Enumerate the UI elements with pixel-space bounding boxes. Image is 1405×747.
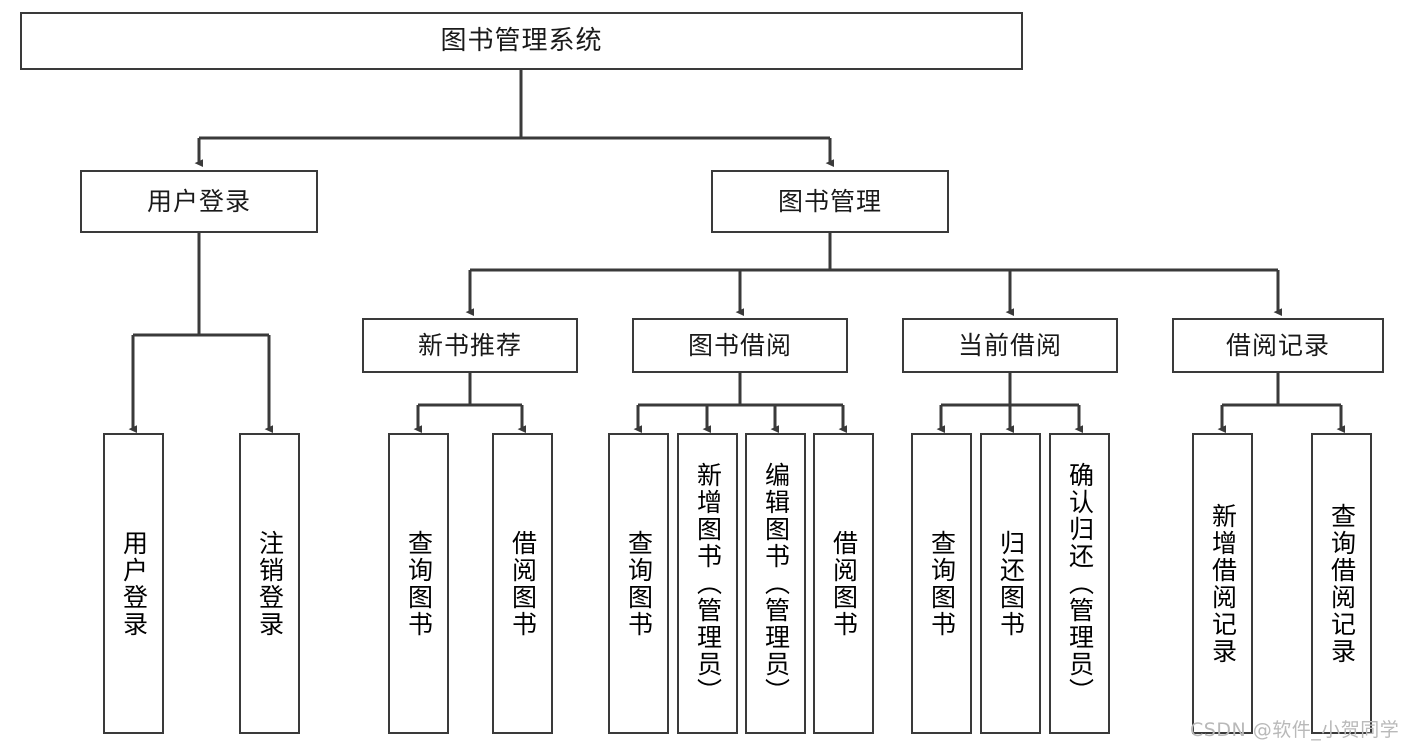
leaf-new-book-2-label: 借阅图书	[508, 529, 538, 638]
node-book-borrow[interactable]: 图书借阅	[632, 318, 848, 373]
node-book-management-label: 图书管理	[777, 186, 882, 216]
node-user-login[interactable]: 用户登录	[80, 170, 318, 233]
leaf-user-login-2-label: 注销登录	[255, 529, 285, 638]
leaf-current-borrow-3-label: 确认归还（管理员）	[1065, 462, 1095, 705]
leaf-current-borrow-2-label: 归还图书	[996, 529, 1026, 638]
node-book-management[interactable]: 图书管理	[711, 170, 949, 233]
leaf-book-borrow-1-label: 查询图书	[624, 529, 654, 638]
leaf-book-borrow-3-label: 编辑图书（管理员）	[761, 462, 791, 705]
leaf-book-borrow-2[interactable]: 新增图书（管理员）	[677, 433, 738, 734]
leaf-book-borrow-4[interactable]: 借阅图书	[813, 433, 874, 734]
leaf-user-login-1-label: 用户登录	[119, 529, 149, 638]
leaf-new-book-2[interactable]: 借阅图书	[492, 433, 553, 734]
leaf-book-borrow-3[interactable]: 编辑图书（管理员）	[745, 433, 806, 734]
leaf-user-login-1[interactable]: 用户登录	[103, 433, 164, 734]
leaf-current-borrow-1[interactable]: 查询图书	[911, 433, 972, 734]
node-book-borrow-label: 图书借阅	[687, 330, 792, 360]
node-current-borrow-label: 当前借阅	[957, 330, 1062, 360]
leaf-new-book-1-label: 查询图书	[404, 529, 434, 638]
leaf-new-book-1[interactable]: 查询图书	[388, 433, 449, 734]
node-borrow-record-label: 借阅记录	[1225, 330, 1330, 360]
leaf-borrow-record-1[interactable]: 新增借阅记录	[1192, 433, 1253, 734]
node-user-login-label: 用户登录	[146, 186, 251, 216]
leaf-current-borrow-1-label: 查询图书	[927, 529, 957, 638]
node-root[interactable]: 图书管理系统	[20, 12, 1023, 70]
node-current-borrow[interactable]: 当前借阅	[902, 318, 1118, 373]
leaf-borrow-record-2-label: 查询借阅记录	[1327, 502, 1357, 665]
node-root-label: 图书管理系统	[440, 25, 603, 56]
leaf-book-borrow-1[interactable]: 查询图书	[608, 433, 669, 734]
leaf-current-borrow-2[interactable]: 归还图书	[980, 433, 1041, 734]
node-borrow-record[interactable]: 借阅记录	[1172, 318, 1384, 373]
node-new-book-recommend-label: 新书推荐	[417, 330, 522, 360]
leaf-book-borrow-2-label: 新增图书（管理员）	[693, 462, 723, 705]
watermark: CSDN @软件_小贺同学	[1190, 719, 1400, 741]
leaf-borrow-record-1-label: 新增借阅记录	[1208, 502, 1238, 665]
leaf-current-borrow-3[interactable]: 确认归还（管理员）	[1049, 433, 1110, 734]
leaf-book-borrow-4-label: 借阅图书	[829, 529, 859, 638]
leaf-borrow-record-2[interactable]: 查询借阅记录	[1311, 433, 1372, 734]
node-new-book-recommend[interactable]: 新书推荐	[362, 318, 578, 373]
leaf-user-login-2[interactable]: 注销登录	[239, 433, 300, 734]
